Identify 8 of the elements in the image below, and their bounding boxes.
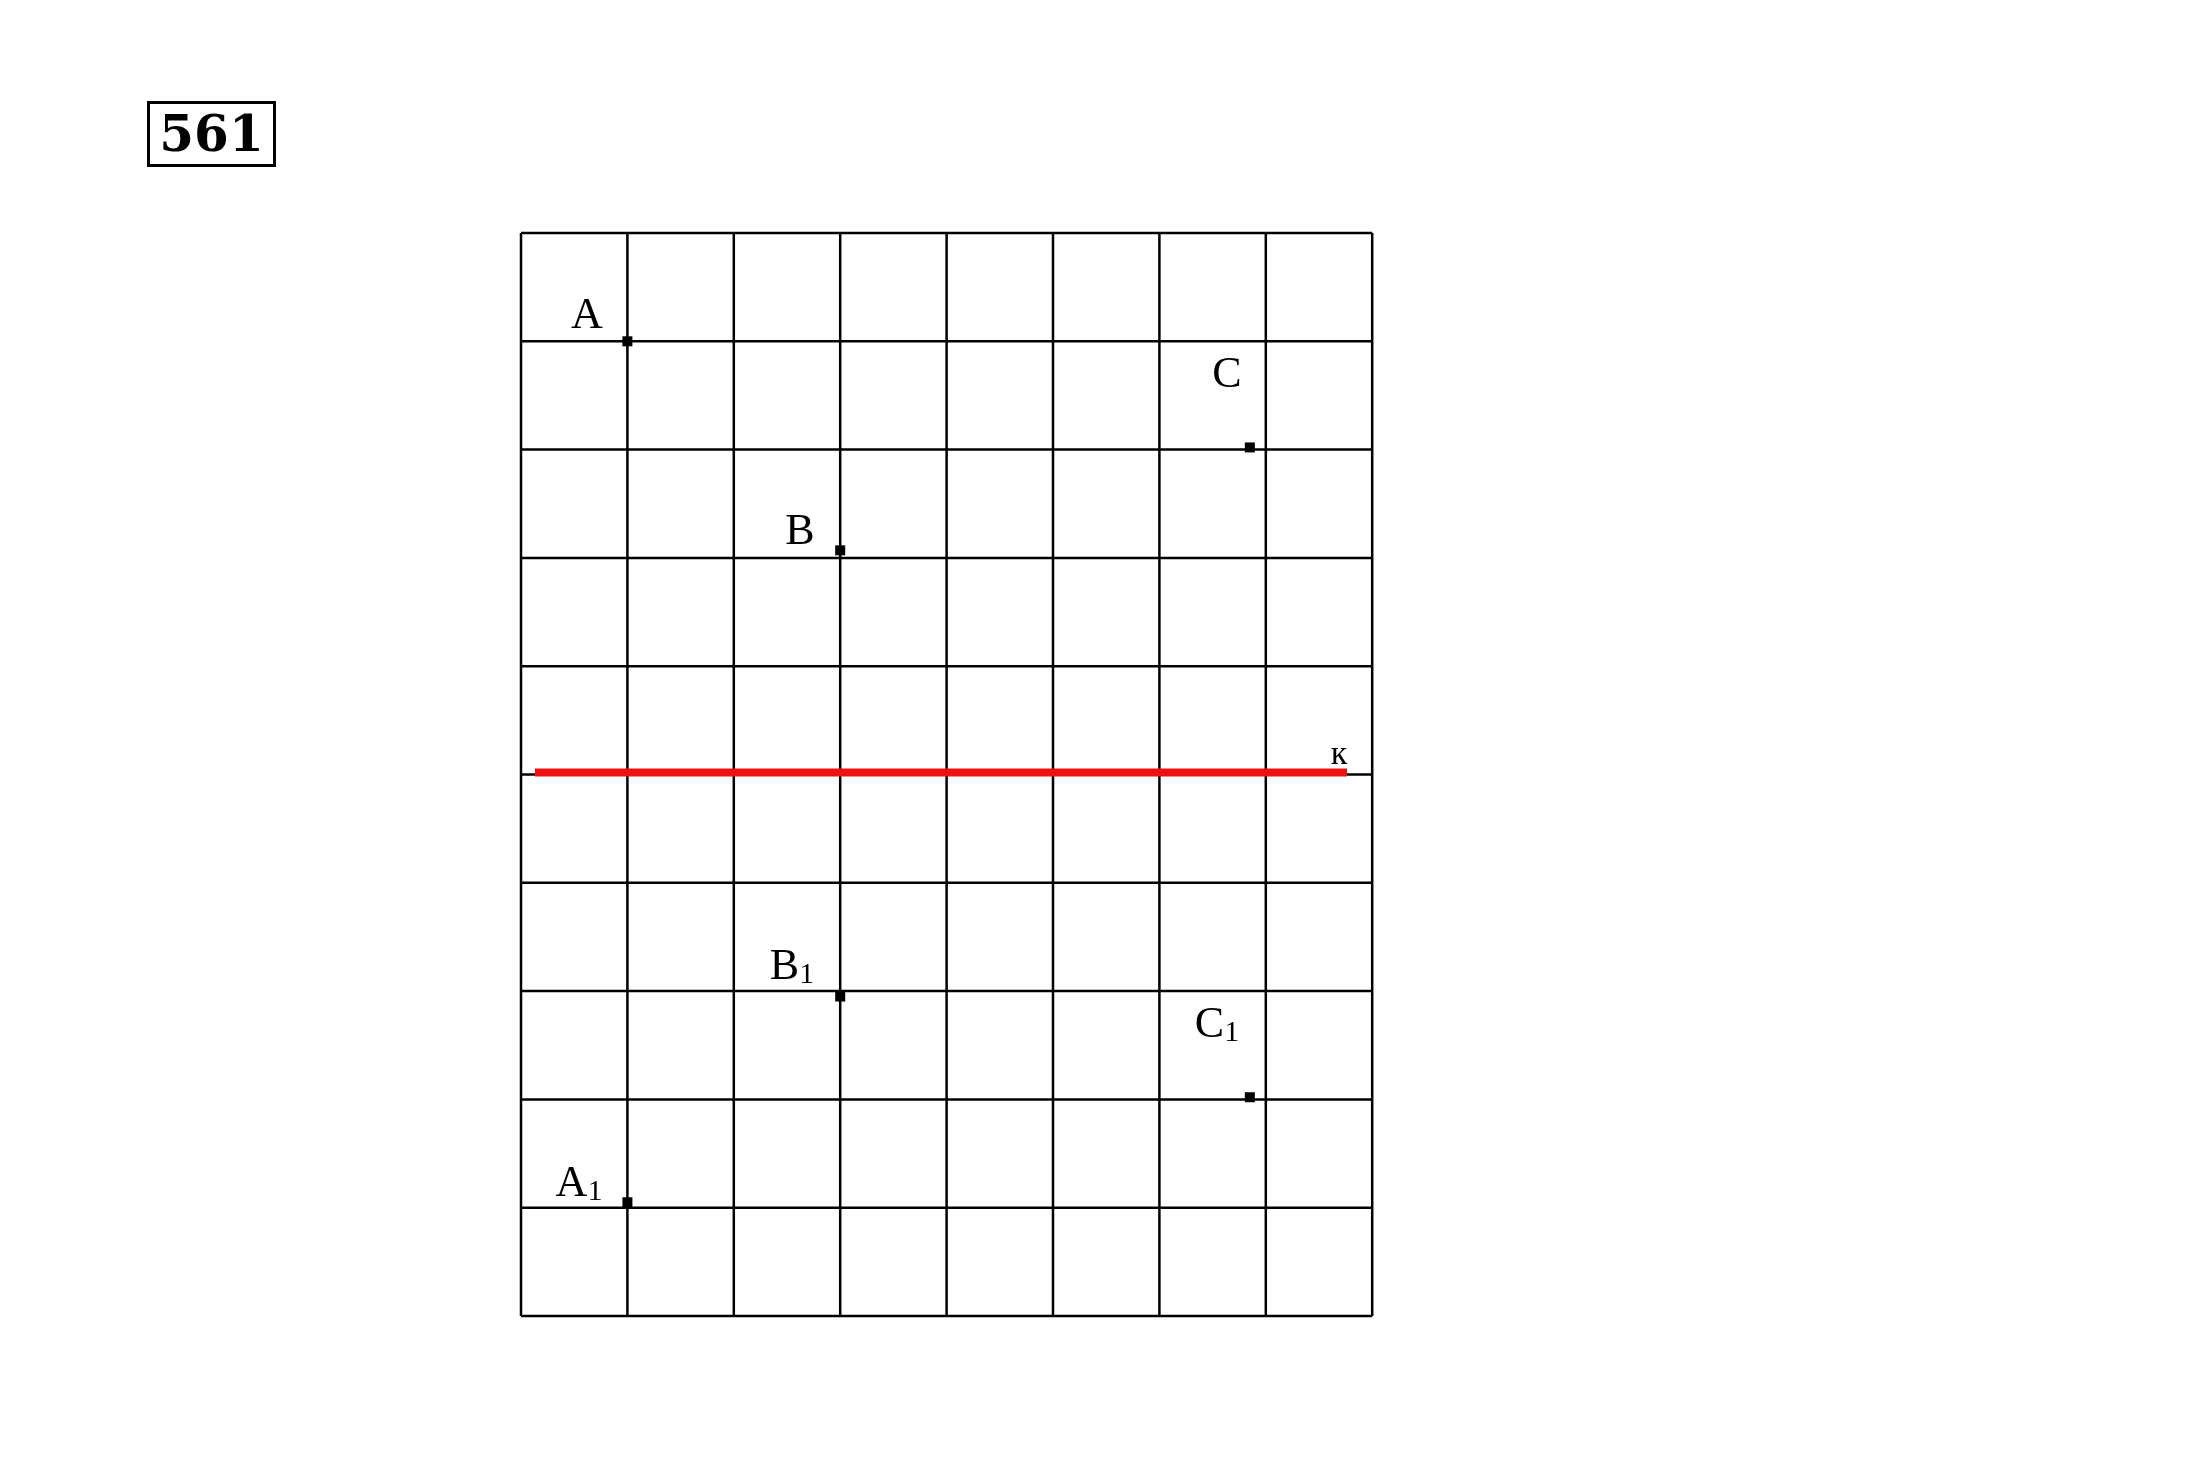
point-label: C$_{1}$	[1194, 1001, 1240, 1045]
point-label: C	[1212, 351, 1242, 395]
point-label: B$_{1}$	[769, 943, 815, 987]
line-label: к	[1330, 736, 1348, 770]
problem-number: 561	[147, 101, 276, 167]
point-label: B	[785, 508, 815, 552]
point-label: A	[571, 292, 603, 336]
point-label: A$_{1}$	[555, 1160, 603, 1204]
